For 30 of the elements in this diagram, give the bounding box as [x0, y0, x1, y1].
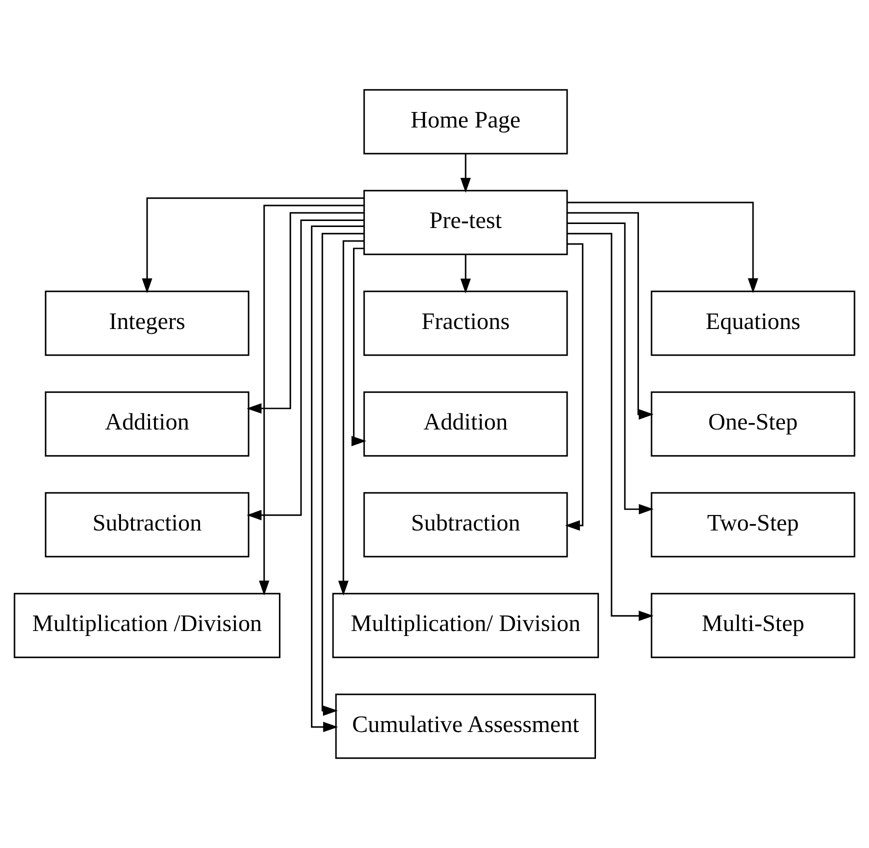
node-box: Multiplication/ Division: [332, 592, 599, 658]
arrow: [460, 254, 471, 294]
node-box: Two-Step: [650, 492, 856, 558]
arrow: [142, 197, 364, 294]
node-box: Multiplication /Division: [14, 592, 280, 658]
arrow: [258, 204, 364, 596]
arrow: [460, 154, 471, 193]
arrow: [567, 232, 654, 622]
arrow: [565, 243, 584, 531]
arrow: [322, 232, 364, 716]
node-box: Equations: [650, 290, 856, 356]
node-box: Subtraction: [44, 492, 250, 558]
arrow: [567, 222, 654, 514]
node-box: Integers: [44, 290, 250, 356]
arrow: [246, 212, 364, 414]
node-box: Fractions: [363, 290, 568, 356]
node-box: One-Step: [650, 391, 856, 457]
node-box: Pre-test: [363, 190, 568, 256]
arrow: [246, 220, 364, 520]
node-box: Multi-Step: [650, 592, 856, 658]
arrow: [352, 248, 366, 446]
arrow: [338, 240, 364, 596]
arrow: [568, 212, 654, 420]
node-box: Subtraction: [363, 492, 568, 558]
node-box: Addition: [363, 391, 568, 457]
arrow: [310, 225, 364, 732]
node-box: Cumulative Assessment: [335, 694, 596, 759]
arrow: [567, 202, 758, 294]
node-box: Home Page: [363, 89, 568, 154]
node-box: Addition: [44, 391, 250, 457]
